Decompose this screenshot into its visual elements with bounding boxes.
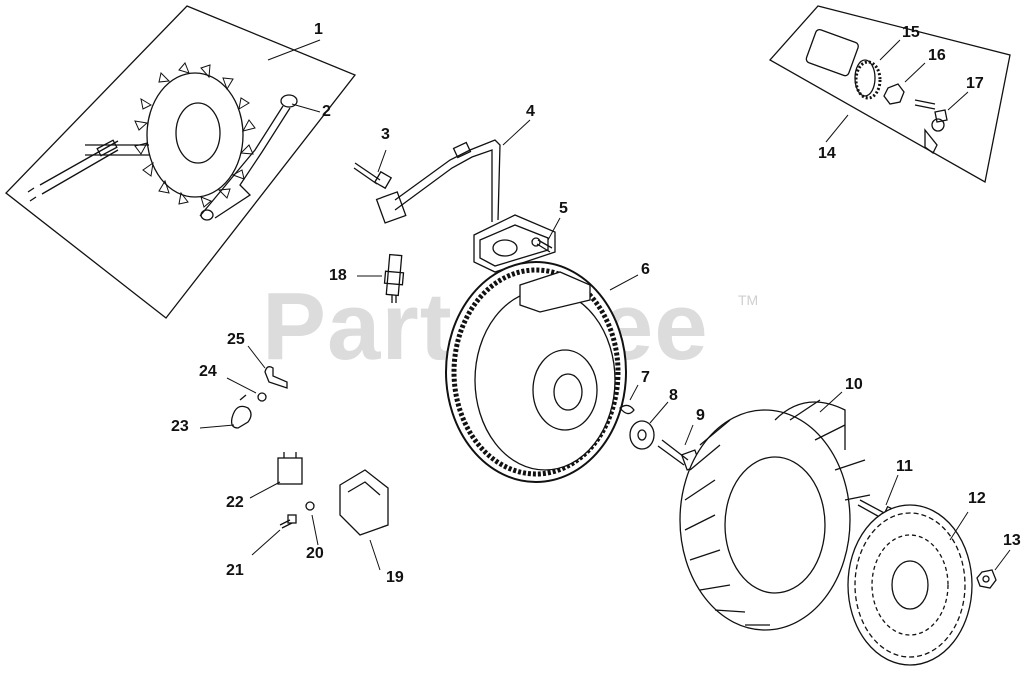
callout-1: 1: [314, 21, 323, 38]
callout-11: 11: [896, 458, 913, 475]
callout-16: 16: [928, 47, 946, 64]
callout-20: 20: [306, 545, 324, 562]
callout-9: 9: [696, 407, 705, 424]
callout-6: 6: [641, 261, 650, 278]
callout-10: 10: [845, 376, 863, 393]
washer-20: [305, 501, 315, 511]
ignition-lead: [375, 139, 501, 224]
callout-21: 21: [226, 562, 244, 579]
callout-13: 13: [1003, 532, 1021, 549]
stator: [85, 62, 256, 208]
regulator-19: [339, 469, 389, 536]
screw-3: [353, 162, 393, 190]
callout-3: 3: [381, 126, 390, 143]
lock-washer-15: [854, 60, 882, 100]
key-switch: [805, 28, 876, 97]
stator-wires: [27, 139, 119, 202]
callout-4: 4: [526, 103, 535, 120]
callout-5: 5: [559, 200, 568, 217]
callout-18: 18: [329, 267, 347, 284]
ignition-module: [473, 214, 556, 273]
screw-21: [279, 514, 297, 529]
ground-strap: [199, 94, 298, 221]
clamp-23: [230, 394, 252, 429]
watermark-trademark: TM: [738, 292, 759, 308]
callout-14: 14: [818, 145, 836, 162]
callout-24: 24: [199, 363, 217, 380]
washer-24: [257, 392, 267, 402]
clip-25: [264, 366, 288, 389]
cooling-fan: [679, 399, 871, 631]
washer-8: [629, 420, 655, 450]
callout-7: 7: [641, 369, 650, 386]
nut-16: [883, 83, 905, 105]
stator-group-box: [5, 5, 357, 319]
flywheel: [445, 261, 627, 483]
callout-25: 25: [227, 331, 245, 348]
callout-19: 19: [386, 569, 404, 586]
screw-5: [531, 237, 553, 253]
callout-22: 22: [226, 494, 244, 511]
connector-22: [277, 452, 303, 485]
woodruff-key: [619, 404, 635, 415]
key-switch-box: [768, 5, 1011, 184]
nut-13: [976, 569, 997, 589]
keys-17: [914, 99, 948, 154]
grass-screen: [847, 504, 973, 666]
callout-8: 8: [669, 387, 678, 404]
callout-2: 2: [322, 103, 331, 120]
callout-17: 17: [966, 75, 984, 92]
leader-lines: [199, 39, 1011, 571]
callout-15: 15: [902, 24, 920, 41]
callout-23: 23: [171, 418, 189, 435]
spark-plug: [383, 253, 405, 303]
callout-12: 12: [968, 490, 986, 507]
